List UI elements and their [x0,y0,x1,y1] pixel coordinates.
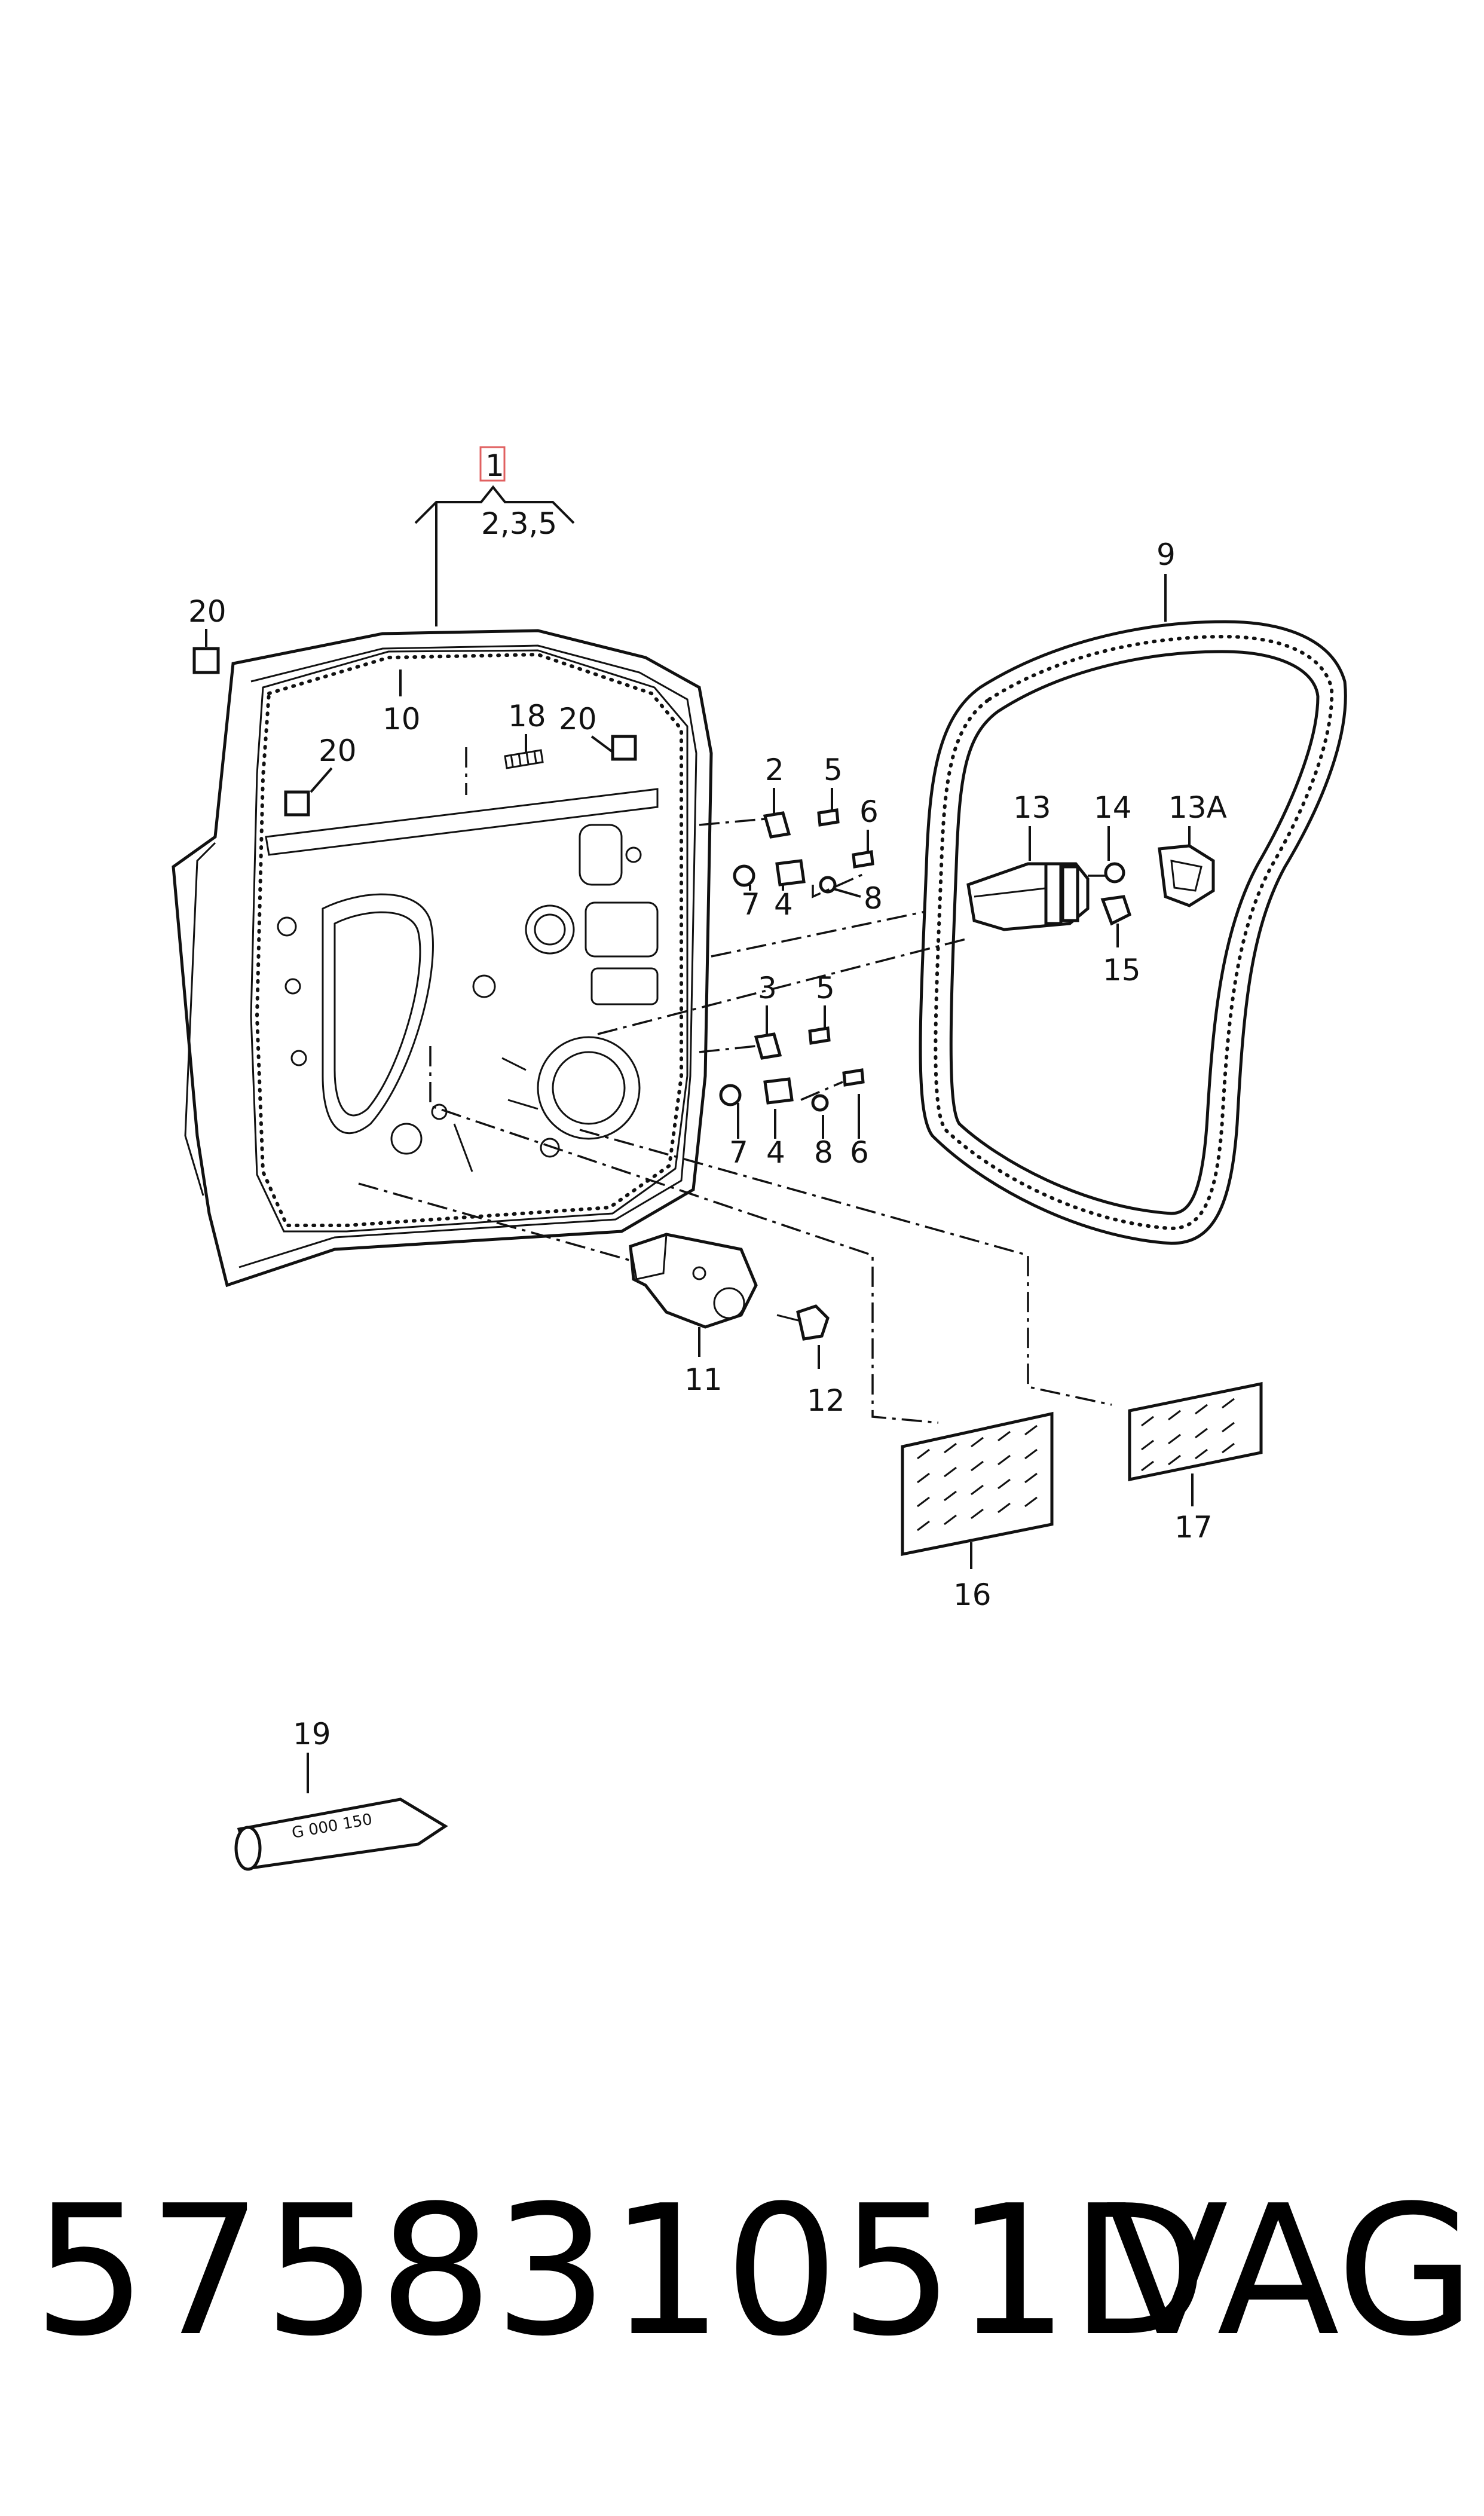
part-15-bolt: 15 [1100,895,1141,988]
leader-to-11 [358,1182,634,1262]
callout-19: 19 [293,1717,331,1751]
callout-2-3-5: 2,3,5 [481,506,557,541]
part-14-nut: 14 [1094,790,1132,883]
brand-label: VAG [1106,2167,1476,2376]
callout-4-upper: 4 [774,887,793,922]
callout-10: 10 [383,702,421,736]
upper-hinge-group: 2 5 6 7 4 8 [699,753,969,958]
callout-6-lower: 6 [850,1135,869,1170]
callout-2: 2 [765,753,784,787]
part-17-damping-mat: 17 [1128,1381,1263,1545]
callout-20-outer: 20 [188,594,227,629]
callout-4-lower: 4 [766,1135,785,1170]
leader-to-15 [597,937,969,1035]
callout-20-right: 20 [559,702,597,736]
callout-13A: 13A [1168,790,1227,825]
part-18-spring: 18 [465,699,546,795]
leader-to-16 [429,1046,939,1424]
callout-17: 17 [1174,1510,1213,1545]
callout-18: 18 [508,699,546,733]
callout-7-upper: 7 [741,887,760,922]
callout-1: 1 [485,448,504,483]
sticker-20-right: 20 [559,702,637,761]
sticker-20-left: 20 [284,733,357,817]
callout-16: 16 [953,1578,992,1612]
callout-5-upper: 5 [824,753,843,787]
sticker-20-outer: 20 [188,594,227,674]
callout-11: 11 [684,1362,723,1397]
part-16-damping-mat: 16 [901,1411,1054,1612]
callout-15: 15 [1103,953,1141,988]
part-number: 575831051D [33,2167,1210,2376]
part-19-sealant-tube: 19 G 000 150 [234,1717,448,1871]
part-11-bracket: 11 [629,1233,758,1397]
callout-6-upper: 6 [859,794,879,829]
part-1-highlight-box[interactable] [479,446,506,482]
part-12-screw: 12 [776,1304,845,1418]
callout-13: 13 [1013,790,1051,825]
leader-to-17 [579,1129,1112,1406]
door-frame [172,629,713,1288]
callout-12: 12 [807,1383,845,1418]
part-13-door-check: 13 [966,790,1106,931]
callout-7-lower: 7 [729,1135,748,1170]
callout-8-lower: 8 [814,1135,833,1170]
lower-hinge-group: 3 5 7 4 8 6 [699,971,869,1170]
callout-9: 9 [1156,537,1176,572]
part-1-bracket: 1 2,3,5 [414,446,575,626]
part-13A-cover: 13A [1158,790,1227,907]
callout-20-left: 20 [319,733,357,768]
callout-14: 14 [1094,790,1132,825]
callout-8-upper: 8 [864,881,883,916]
part-9-door-seal: 9 [919,537,1347,1245]
